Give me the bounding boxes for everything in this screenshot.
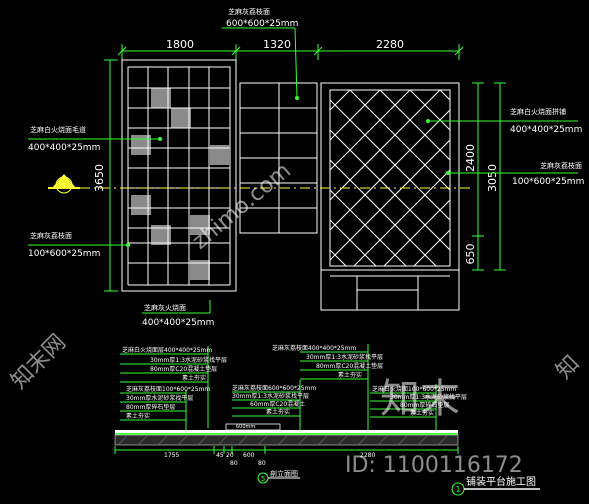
section-label-4-3: 80mm厚C20混凝土垫层 [316,362,383,370]
section-label-4-4: 素土夯实 [338,371,362,379]
right-upper-dimension: 2400 [464,144,477,172]
callout-left-2-dot [126,243,130,247]
left-paving-panel [121,59,237,292]
top-dimension-1800: 1800 [166,38,194,51]
gray-tile [131,195,151,215]
top-dimension-2280: 2280 [376,38,404,51]
watermark-corner-left: 知末网 [7,330,71,394]
callout-bottom-spec: 400*400*25mm [142,318,214,328]
section-leader-lines [120,344,437,430]
gray-tile [171,108,191,128]
gray-tile [131,135,151,155]
section-label-4-2: 30mm厚1:3水泥砂浆找平层 [306,353,383,361]
section-label-3-2: 30mm厚1:3水泥砂浆找平层 [232,392,309,400]
section-dim-d: 600 [243,452,255,459]
section-title-number: 5 [261,475,265,483]
section-dim-f: 80 [230,460,238,467]
section-label-1-4: 素土夯实 [182,374,206,382]
section-label-2-1: 芝麻灰荔枝面100*600*25mm [126,385,210,393]
section-label-5-2: 30mm厚1:3水泥砂浆找平层 [390,393,467,401]
top-dimension-1320: 1320 [263,38,291,51]
right-lower-dimension: 650 [464,244,477,265]
section-label-5-3: 80mm厚碎石垫层 [400,401,449,409]
callout-bottom-material: 芝麻灰火烧面 [144,303,186,312]
section-label-5-1: 芝麻白火烧面100*600*25mm [372,385,456,393]
callout-left-2-material: 芝麻灰荔枝面 [30,231,72,240]
watermark-corner-right: 知 [552,351,585,384]
section-dim-a: 1755 [164,452,179,459]
section-dim-c: 20 [226,452,234,459]
watermark-site: zhimo.com [188,158,296,254]
section-dim-b: 45 [216,452,224,459]
section-label-3-1: 芝麻灰荔枝面600*600*25mm [232,384,316,392]
plan-title-number: 1 [455,485,460,494]
section-label-2-2: 30mm厚水泥砂浆找平层 [126,394,193,402]
gray-tile [190,260,210,280]
left-height-value: 3650 [93,164,106,192]
section-label-4-1: 芝麻灰荔枝面400*400*25mm [272,344,356,352]
callout-right-1-spec: 400*400*25mm [510,125,582,135]
middle-paving-panel [239,82,318,234]
section-dim-e: 2280 [360,452,375,459]
callout-top [222,27,298,99]
section-label-1-1: 芝麻白火烧面层400*400*25mm [122,346,212,354]
callout-left-1-dot [158,137,162,141]
left-height-dimension [104,59,118,292]
right-dimensions [472,82,506,271]
callout-top-spec: 600*600*25mm [226,19,298,29]
gray-tile [190,215,210,235]
section-marker: 5 [48,174,80,194]
callout-right-2-dot [446,171,450,175]
section-label-3-3: 60mm厚C20混凝土 [250,400,305,408]
section-ground-profile [114,423,459,446]
section-label-2-3: 80mm厚碎石垫层 [126,403,175,411]
callout-right-1-material: 芝麻白火烧面拼铺 [510,107,566,116]
top-dimension-line [117,44,464,60]
diagonal-lattice [329,89,451,267]
section-label-2-4: 素土夯实 [126,412,150,420]
section-title-text: 剖立面图 [270,469,298,478]
right-paving-panel [320,82,460,311]
gray-tile [151,225,171,245]
callout-top-material: 芝麻灰荔枝面 [228,7,270,16]
gray-tile [210,145,230,165]
section-label-1-3: 80mm厚C20混凝土垫层 [150,365,217,373]
callout-bottom [142,300,211,314]
callout-right-2-material: 芝麻灰荔枝面 [540,161,582,170]
section-marker-number: 5 [62,182,66,190]
callout-right-2-spec: 100*600*25mm [512,177,584,187]
right-total-dimension: 3050 [486,164,499,192]
section-note: 600mm [236,424,255,430]
callout-left-1-material: 芝麻白火烧面毛道 [30,125,86,134]
section-label-3-4: 素土夯实 [266,408,290,416]
watermark-id: ID: 1100116172 [345,453,523,478]
callout-left-2-spec: 100*600*25mm [28,249,100,259]
callout-left-1-spec: 400*400*25mm [28,143,100,153]
section-dimension-line [114,446,459,454]
callout-top-dot [295,96,299,100]
plan-title-block: 1 铺装平台施工图 [451,475,540,496]
gray-tile [151,88,171,108]
callout-right-1-dot [426,119,430,123]
section-title-block: 5 剖立面图 [257,469,300,484]
watermark-brand: 知末 [380,376,460,422]
section-label-5-4: 素土夯实 [410,409,434,417]
plan-title-text: 铺装平台施工图 [466,475,536,488]
section-dim-g: 80 [258,460,266,467]
section-label-1-2: 30mm厚1:3水泥砂浆找平层 [150,356,227,364]
